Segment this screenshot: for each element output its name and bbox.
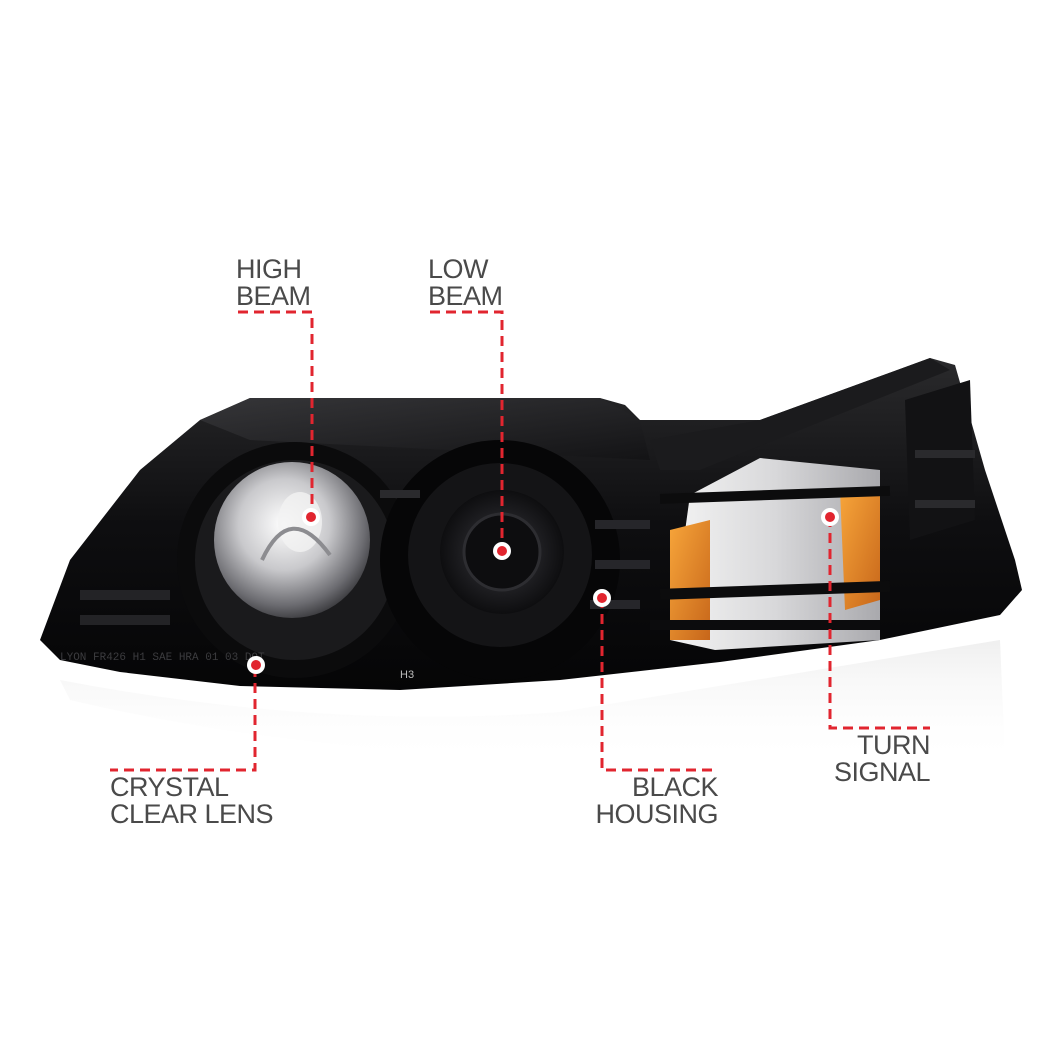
lens-fine-print: LYON FR426 H1 SAE HRA 01 03 DOT: [60, 652, 265, 664]
callout-high-beam-line1: HIGH: [236, 254, 302, 284]
callout-turn-signal: TURN SIGNAL: [833, 730, 931, 787]
callout-turn-signal-line1: TURN: [857, 730, 931, 760]
callout-dot-icon: [247, 656, 265, 674]
callout-dot-icon: [493, 542, 511, 560]
callout-low-beam-line2: BEAM: [428, 281, 503, 311]
callout-crystal-clear-lens: CRYSTAL CLEAR LENS: [110, 772, 274, 829]
callout-high-beam-line2: BEAM: [236, 281, 311, 311]
callout-high-beam: HIGH BEAM: [236, 256, 311, 310]
callout-crystal-clear-lens-line2: CLEAR LENS: [110, 799, 274, 829]
callout-black-housing-line1: BLACK: [631, 772, 719, 802]
callout-dot-icon: [302, 508, 320, 526]
callout-dot-icon: [821, 508, 839, 526]
callout-low-beam: LOW BEAM: [428, 256, 503, 310]
callout-dot-icon: [593, 589, 611, 607]
floor-reflection: [60, 640, 1005, 765]
callout-turn-signal-line2: SIGNAL: [833, 757, 931, 787]
callout-black-housing: BLACK HOUSING: [595, 774, 718, 828]
callout-lines: [110, 310, 930, 772]
callout-black-housing-line2: HOUSING: [595, 799, 718, 829]
turn-signal-lens: [670, 458, 880, 650]
callout-low-beam-line1: LOW: [428, 254, 489, 284]
callout-crystal-clear-lens-line1: CRYSTAL: [110, 772, 229, 802]
lens-print-h3: H3: [400, 669, 414, 681]
